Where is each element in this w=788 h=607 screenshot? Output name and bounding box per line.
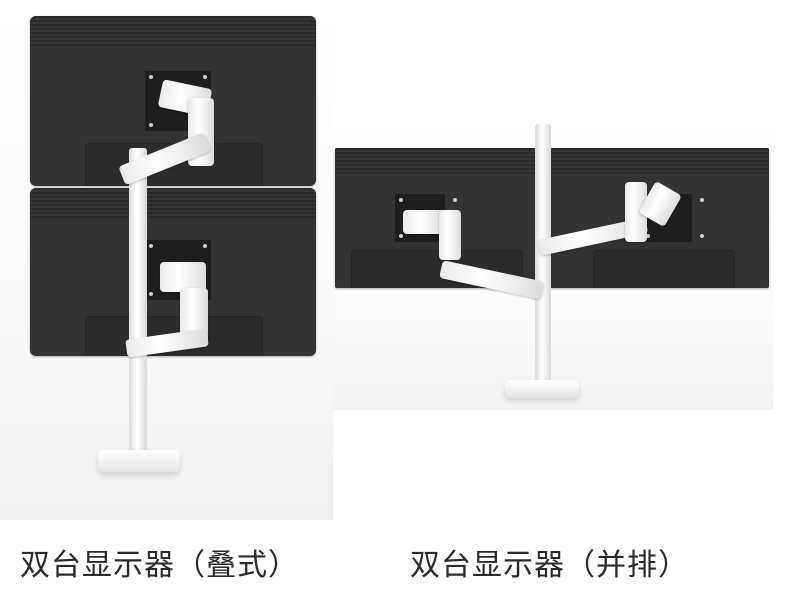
bottom-monitor — [30, 188, 316, 356]
monitor-recess-right — [593, 250, 735, 288]
desk-clamp-base — [505, 380, 579, 398]
monitor-vent-band — [30, 188, 316, 218]
monitor-arm-left-head — [403, 210, 445, 234]
stand-pole — [129, 148, 147, 460]
caption-stacked: 双台显示器（叠式） — [20, 548, 299, 583]
monitor-vent-band — [335, 148, 769, 176]
monitor-arm-lower — [160, 262, 206, 292]
caption-side-by-side: 双台显示器（并排） — [410, 548, 689, 583]
monitor-arm-left-joint — [439, 210, 461, 260]
stacked-monitor-photo — [0, 0, 333, 520]
wide-monitors — [335, 148, 769, 288]
side-by-side-monitor-photo — [333, 110, 773, 410]
monitor-arm-right-joint — [625, 182, 647, 242]
desk-clamp-base — [98, 450, 180, 472]
monitor-vent-band — [30, 16, 316, 46]
